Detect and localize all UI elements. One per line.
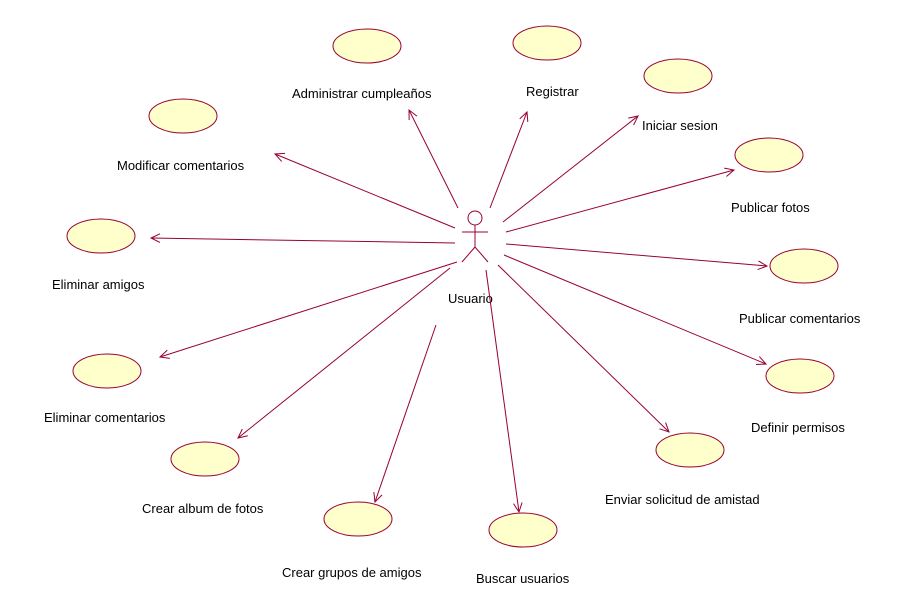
arrowhead-icon — [628, 115, 639, 126]
use-case-ellipse — [765, 358, 835, 394]
use-case-label: Publicar fotos — [731, 200, 810, 215]
use-case-label: Definir permisos — [751, 420, 845, 435]
use-case-label: Publicar comentarios — [739, 311, 861, 326]
association-eliminar-amigos — [149, 233, 456, 244]
association-modificar-comentarios — [273, 152, 456, 229]
use-case-ellipse — [734, 137, 804, 173]
association-registrar — [489, 110, 529, 209]
actor-label: Usuario — [448, 291, 493, 306]
association-line — [159, 261, 458, 358]
use-case-publicar-fotos[interactable]: Publicar fotos — [731, 137, 810, 215]
use-case-label: Registrar — [526, 84, 579, 99]
use-case-eliminar-comentarios[interactable]: Eliminar comentarios — [44, 353, 166, 425]
arrowhead-icon — [273, 152, 286, 162]
association-iniciar-sesion — [502, 115, 639, 223]
arrowhead-icon — [659, 422, 670, 433]
use-case-crear-grupos[interactable]: Crear grupos de amigos — [282, 501, 422, 580]
arrowhead-icon — [373, 492, 383, 504]
use-case-ellipse — [512, 25, 582, 61]
use-case-label: Eliminar amigos — [52, 277, 145, 292]
association-crear-grupos — [373, 324, 437, 504]
use-case-ellipse — [66, 218, 136, 254]
association-publicar-fotos — [505, 167, 736, 233]
arrowhead-icon — [519, 110, 529, 123]
association-lines — [149, 108, 769, 514]
association-line — [408, 109, 459, 209]
use-case-enviar-solicitud[interactable]: Enviar solicitud de amistad — [605, 432, 760, 507]
arrowhead-icon — [724, 167, 736, 177]
association-line — [150, 237, 456, 244]
arrowhead-icon — [755, 356, 768, 366]
use-case-label: Buscar usuarios — [476, 571, 570, 586]
association-line — [497, 264, 670, 433]
use-case-crear-album[interactable]: Crear album de fotos — [142, 441, 264, 516]
use-case-label: Modificar comentarios — [117, 158, 245, 173]
use-case-ellipse — [170, 441, 240, 477]
use-case-label: Eliminar comentarios — [44, 410, 166, 425]
arrowhead-icon — [513, 502, 523, 514]
association-line — [505, 243, 768, 267]
association-crear-album — [237, 267, 451, 439]
actor-right-leg — [474, 246, 489, 263]
use-case-administrar-cumpleanos[interactable]: Administrar cumpleaños — [292, 28, 432, 101]
use-case-ellipse — [488, 512, 558, 548]
actor-head — [467, 210, 483, 226]
association-publicar-comentarios — [505, 243, 769, 271]
association-administrar-cumpleanos — [408, 108, 459, 209]
use-case-modificar-comentarios[interactable]: Modificar comentarios — [117, 98, 245, 173]
use-case-label: Enviar solicitud de amistad — [605, 492, 760, 507]
use-case-publicar-comentarios[interactable]: Publicar comentarios — [739, 248, 861, 326]
association-line — [274, 153, 456, 229]
use-case-eliminar-amigos[interactable]: Eliminar amigos — [52, 218, 145, 292]
use-case-ellipse — [655, 432, 725, 468]
arrowhead-icon — [158, 349, 170, 359]
association-line — [503, 254, 767, 365]
association-definir-permisos — [503, 254, 768, 366]
use-case-ellipse — [323, 501, 393, 537]
association-line — [489, 111, 528, 209]
association-line — [505, 169, 735, 233]
use-case-ellipse — [148, 98, 218, 134]
association-line — [237, 267, 451, 439]
use-case-label: Crear album de fotos — [142, 501, 264, 516]
use-case-ellipse — [769, 248, 839, 284]
use-case-label: Administrar cumpleaños — [292, 86, 432, 101]
use-case-definir-permisos[interactable]: Definir permisos — [751, 358, 845, 435]
association-enviar-solicitud — [497, 264, 670, 433]
use-case-ellipse — [643, 58, 713, 94]
association-line — [502, 115, 639, 223]
arrowhead-icon — [237, 428, 248, 439]
actor-usuario[interactable] — [461, 210, 489, 263]
association-buscar-usuarios — [485, 269, 523, 514]
association-eliminar-comentarios — [158, 261, 458, 359]
use-case-buscar-usuarios[interactable]: Buscar usuarios — [476, 512, 570, 586]
arrowhead-icon — [149, 233, 161, 243]
use-case-iniciar-sesion[interactable]: Iniciar sesion — [642, 58, 718, 133]
arrowhead-icon — [757, 260, 769, 271]
association-line — [485, 269, 520, 513]
use-case-label: Crear grupos de amigos — [282, 565, 422, 580]
use-case-registrar[interactable]: Registrar — [512, 25, 582, 99]
use-case-ellipse — [72, 353, 142, 389]
use-case-ellipse — [332, 28, 402, 64]
arrowhead-icon — [408, 108, 418, 121]
use-case-label: Iniciar sesion — [642, 118, 718, 133]
actor-left-leg — [461, 246, 476, 263]
association-line — [374, 324, 437, 503]
